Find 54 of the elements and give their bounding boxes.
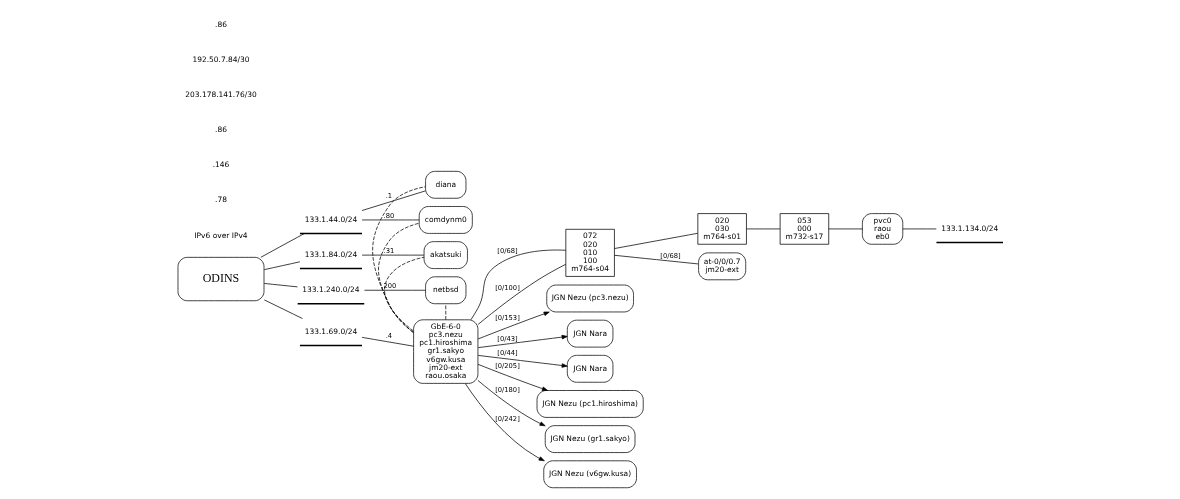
arrow bbox=[477, 355, 568, 368]
node-text: 133.1.69.0/24 bbox=[304, 327, 357, 337]
arrow bbox=[464, 383, 545, 462]
label: .86 bbox=[214, 19, 227, 29]
connector bbox=[263, 261, 300, 271]
node-box: 053 000 m732-s17 bbox=[779, 213, 829, 245]
node-box: ODINS bbox=[177, 256, 264, 302]
node-text: 133.1.240.0/24 bbox=[301, 285, 360, 295]
node-box: at-0/0/0.7 jm20-ext bbox=[697, 252, 746, 281]
label: .78 bbox=[214, 195, 227, 205]
node-box: JGN Nezu (gr1.sakyo) bbox=[544, 425, 635, 453]
node-box: JGN Nara bbox=[566, 354, 613, 383]
label: .86 bbox=[214, 125, 227, 135]
node-box: diana bbox=[424, 170, 466, 199]
connector bbox=[361, 337, 414, 347]
connector bbox=[383, 256, 424, 332]
label: 192.50.7.84/30 bbox=[191, 54, 250, 64]
connector bbox=[613, 232, 698, 249]
label: 203.178.141.76/30 bbox=[184, 89, 257, 99]
connector bbox=[613, 254, 699, 265]
connector bbox=[477, 263, 566, 325]
connector bbox=[371, 186, 426, 333]
connector bbox=[745, 228, 780, 230]
connector bbox=[260, 233, 305, 258]
connector bbox=[361, 219, 420, 221]
connector bbox=[377, 222, 419, 333]
label: IPv6 over IPv4 bbox=[193, 230, 248, 240]
node-box: comdynm0 bbox=[418, 206, 473, 234]
node-box: 020 030 m764-s01 bbox=[696, 213, 747, 245]
node-box: akatsuki bbox=[423, 241, 468, 269]
connector bbox=[263, 299, 303, 319]
connector bbox=[363, 289, 426, 291]
connector bbox=[361, 190, 426, 211]
node-box: 072 020 010 100 m764-s04 bbox=[564, 228, 615, 277]
node-text: 133.1.134.0/24 bbox=[940, 223, 998, 233]
connector bbox=[470, 249, 566, 321]
node-box: JGN Nezu (v6gw.kusa) bbox=[542, 460, 637, 489]
label: .146 bbox=[212, 160, 229, 170]
connector bbox=[263, 283, 298, 288]
node-box: GbE-6-0 pc3.nezu pc1.hiroshima gr1.sakyo v6gw.kusa jm20-ext raou.osaka bbox=[412, 319, 478, 384]
arrow bbox=[477, 334, 568, 348]
node-text: 133.1.44.0/24 bbox=[304, 214, 357, 224]
arrow bbox=[477, 311, 550, 340]
arrow bbox=[477, 380, 546, 427]
connector bbox=[444, 303, 446, 321]
node-text: 133.1.84.0/24 bbox=[304, 249, 357, 259]
node-box: netbsd bbox=[424, 276, 466, 305]
node-box: JGN Nezu (pc1.hiroshima) bbox=[536, 390, 644, 418]
arrow bbox=[477, 363, 548, 391]
node-box: JGN Nara bbox=[566, 319, 613, 348]
connector bbox=[361, 254, 424, 256]
node-box: JGN Nezu (pc3.nezu) bbox=[545, 284, 634, 313]
node-box: pvc0 raou eb0 bbox=[861, 213, 903, 245]
connector bbox=[827, 228, 863, 230]
